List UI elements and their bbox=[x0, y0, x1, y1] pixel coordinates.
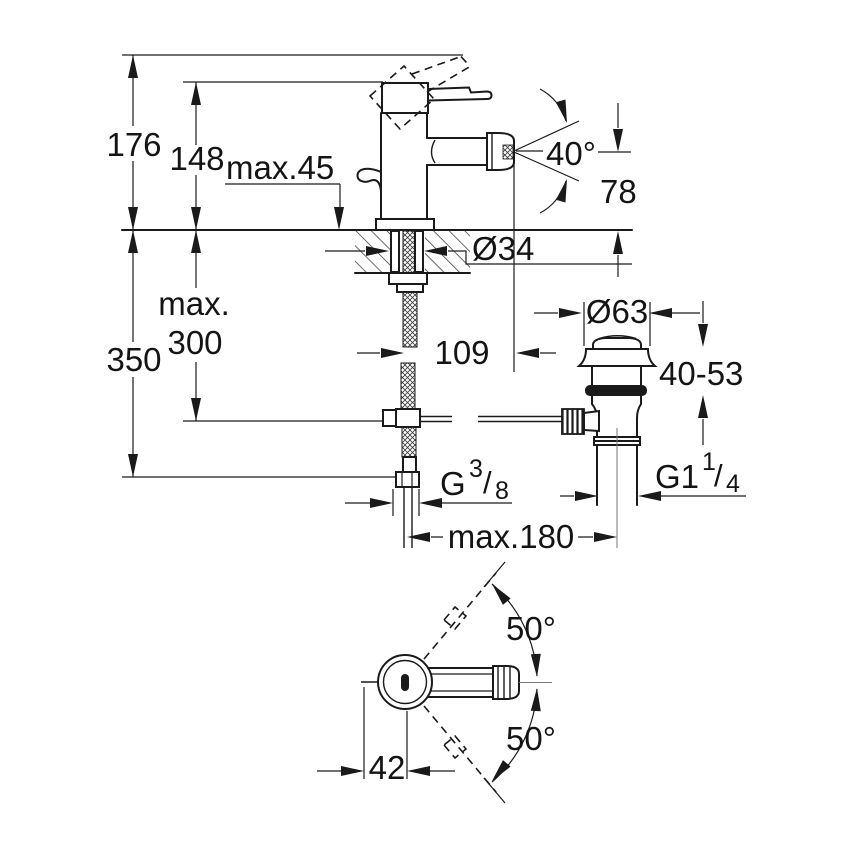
fixing-nut bbox=[388, 272, 428, 285]
dim-rod-reach: max.180 bbox=[448, 518, 575, 555]
waste-thread-slash: / bbox=[714, 458, 723, 493]
supply-thread-prefix: G bbox=[440, 465, 466, 502]
pop-up-waste-assembly bbox=[534, 301, 746, 548]
aerator-screen bbox=[502, 144, 514, 160]
dim-hole-diameter: Ø34 bbox=[472, 230, 534, 267]
aerator-plan bbox=[492, 665, 520, 700]
pop-up-rod bbox=[420, 415, 562, 423]
left-dimensions bbox=[132, 55, 341, 477]
dim-spray-angle: 40° bbox=[546, 135, 596, 172]
waste-flange bbox=[576, 348, 658, 367]
dim-deck-max: max.45 bbox=[226, 149, 334, 186]
dim-outlet-height: 78 bbox=[600, 173, 637, 210]
dim-spout-projection: 109 bbox=[434, 334, 489, 371]
handle-raised-dashed bbox=[368, 55, 471, 131]
dim-depth-total: 350 bbox=[106, 341, 161, 378]
handle-cap bbox=[381, 82, 429, 114]
dim-swivel-lower: 50° bbox=[506, 720, 556, 757]
dim-waste-thread: G1 1 / 4 bbox=[655, 448, 740, 498]
waste-thread-numerator: 1 bbox=[702, 448, 716, 476]
handle-lever bbox=[427, 86, 493, 102]
dim-center-offset: 42 bbox=[369, 749, 406, 786]
dimension-arrowheads bbox=[128, 55, 708, 781]
reference-lines bbox=[122, 54, 515, 478]
rod-adjust-knob bbox=[561, 408, 585, 435]
waste-plug bbox=[592, 337, 642, 350]
plan-view bbox=[317, 561, 552, 804]
dimension-labels: 176 148 max.45 40° 78 Ø34 350 max. 300 1… bbox=[106, 126, 743, 786]
dim-hose-max-word: max. bbox=[158, 285, 230, 322]
aerator bbox=[486, 132, 515, 171]
deck-dimensions bbox=[325, 250, 632, 538]
spout-plan bbox=[427, 667, 494, 698]
supply-thread-numerator: 3 bbox=[469, 455, 483, 483]
offset-dimension bbox=[317, 687, 455, 779]
waste-thread-prefix: G1 bbox=[655, 458, 699, 495]
supply-thread-slash: / bbox=[483, 465, 492, 500]
rod-tee-fitting bbox=[395, 408, 421, 428]
waste-dimensions bbox=[534, 301, 746, 497]
faucet-body bbox=[356, 55, 515, 231]
handle-swivel-dashed bbox=[423, 572, 497, 793]
dim-flange-diameter: Ø63 bbox=[586, 293, 648, 330]
dim-hose-max-value: 300 bbox=[167, 324, 222, 361]
handle-slot bbox=[401, 674, 409, 691]
supply-thread-denominator: 8 bbox=[495, 477, 509, 505]
waste-thread-denominator: 4 bbox=[726, 470, 740, 498]
spout bbox=[426, 137, 488, 166]
waste-tailpipe bbox=[596, 444, 638, 506]
shank-and-hoses bbox=[382, 230, 562, 548]
waste-seal-ring bbox=[585, 385, 647, 396]
dim-clamp-range: 40-53 bbox=[659, 355, 743, 392]
pop-up-hook bbox=[356, 167, 382, 192]
dim-supply-thread: G 3 / 8 bbox=[440, 455, 509, 505]
dim-height-body: 148 bbox=[169, 140, 224, 177]
faucet-base bbox=[375, 218, 435, 231]
dim-swivel-upper: 50° bbox=[506, 610, 556, 647]
flex-hose bbox=[400, 362, 416, 411]
supply-nut bbox=[395, 471, 420, 488]
dim-height-total: 176 bbox=[106, 126, 161, 163]
